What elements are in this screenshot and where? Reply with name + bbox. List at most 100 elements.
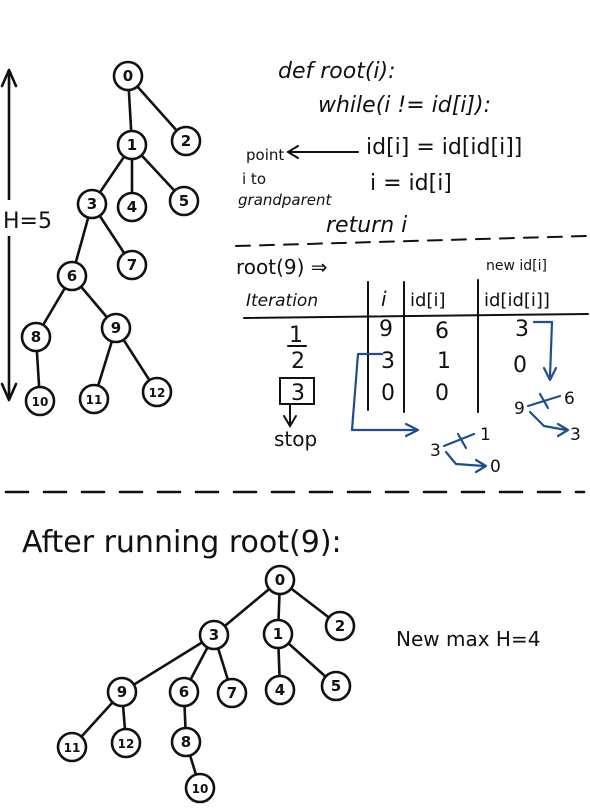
after-node-label: 6	[179, 683, 189, 701]
before-node-10: 10	[24, 385, 56, 417]
before-node-label: 10	[32, 395, 49, 409]
note-line-2: i to	[242, 170, 266, 188]
before-node-circle	[116, 249, 148, 281]
row1-i: 9	[379, 317, 393, 342]
row2-iteration: 2	[291, 349, 305, 374]
before-node-label: 7	[127, 256, 137, 274]
before-node-circle	[24, 385, 56, 417]
before-node-circle	[112, 60, 144, 92]
before-node-label: 2	[181, 132, 191, 150]
after-edge-3-9	[120, 633, 216, 694]
row2-id-i: 1	[437, 349, 451, 374]
before-node-circle	[116, 191, 148, 223]
row1-id-i: 6	[435, 319, 449, 344]
before-node-7: 7	[116, 249, 148, 281]
update-annotation-b: 9 6 3	[514, 320, 581, 445]
after-node-circle	[264, 564, 296, 596]
after-node-3: 3	[198, 619, 230, 651]
row3-iteration: 3	[291, 381, 305, 406]
before-node-label: 9	[111, 319, 121, 337]
stop-label: stop	[274, 427, 317, 451]
after-node-circle	[198, 619, 230, 651]
after-node-label: 1	[273, 625, 283, 643]
note-line-1: point	[246, 146, 284, 164]
code-block: def root(i): while(i != id[i]): id[i] = …	[278, 59, 522, 238]
after-node-2: 2	[324, 610, 356, 642]
after-node-10: 10	[184, 772, 216, 804]
header-id-id-i: id[id[i]]	[484, 290, 550, 311]
annotation-b-old: 6	[564, 389, 575, 409]
after-node-circle	[56, 731, 88, 763]
before-node-circle	[170, 125, 202, 157]
row1-id-id-i: 3	[515, 317, 529, 342]
trace-call: root(9) ⇒	[236, 255, 328, 279]
before-node-label: 0	[123, 67, 133, 85]
code-separator	[235, 235, 587, 247]
after-node-1: 1	[262, 618, 294, 650]
after-node-7: 7	[216, 677, 248, 709]
before-node-label: 1	[127, 136, 137, 154]
row3-id-i: 0	[435, 381, 449, 406]
note-line-3: grandparent	[238, 191, 333, 209]
header-i: i	[381, 287, 387, 311]
annotation-a-new: 0	[490, 457, 501, 477]
row2-i: 3	[381, 349, 395, 374]
tree-before-edges	[34, 74, 188, 403]
before-node-label: 8	[31, 328, 41, 346]
after-node-circle	[324, 610, 356, 642]
after-node-label: 2	[335, 617, 345, 635]
header-underline	[243, 313, 589, 319]
before-node-circle	[116, 129, 148, 161]
after-node-label: 3	[209, 626, 219, 644]
before-node-0: 0	[112, 60, 144, 92]
after-node-label: 7	[227, 684, 237, 702]
before-node-circle	[168, 185, 200, 217]
after-node-label: 12	[118, 737, 135, 751]
height-label-bg	[0, 200, 46, 236]
before-node-circle	[20, 321, 52, 353]
new-height-label: New max H=4	[396, 627, 540, 651]
before-node-4: 4	[116, 191, 148, 223]
after-node-circle	[168, 676, 200, 708]
height-label: H=5	[3, 209, 52, 234]
trace-table: root(9) ⇒ new id[i] Iteration i id[i] id…	[236, 255, 589, 451]
before-node-circle	[78, 383, 110, 415]
after-node-0: 0	[264, 564, 296, 596]
before-node-circle	[76, 188, 108, 220]
after-node-5: 5	[320, 670, 352, 702]
after-node-circle	[264, 674, 296, 706]
after-node-label: 4	[275, 681, 285, 699]
header-id-i: id[i]	[410, 290, 445, 311]
annotation-b-from: 9	[514, 399, 525, 419]
before-node-5: 5	[168, 185, 200, 217]
row1-iteration: 1	[289, 323, 303, 348]
code-line-return: return i	[326, 213, 407, 238]
after-title: After running root(9):	[22, 525, 342, 560]
code-line-assign-grandparent: id[i] = id[id[i]]	[366, 135, 522, 160]
before-node-label: 12	[149, 386, 166, 400]
after-node-11: 11	[56, 731, 88, 763]
after-node-circle	[262, 618, 294, 650]
row3-iteration-box	[279, 377, 315, 405]
after-node-9: 9	[106, 676, 138, 708]
before-node-circle	[100, 312, 132, 344]
after-node-4: 4	[264, 674, 296, 706]
annotation-b-new: 3	[570, 425, 581, 445]
header-iteration: Iteration	[246, 291, 318, 311]
after-node-8: 8	[170, 726, 202, 758]
update-annotation-a: 3 1 0	[350, 352, 501, 477]
before-node-8: 8	[20, 321, 52, 353]
before-node-6: 6	[56, 260, 88, 292]
header-new-id: new id[i]	[486, 258, 547, 274]
after-node-12: 12	[110, 727, 142, 759]
annotation-a-old: 1	[480, 425, 491, 445]
after-node-circle	[110, 727, 142, 759]
after-node-label: 0	[275, 571, 285, 589]
before-node-11: 11	[78, 383, 110, 415]
after-node-label: 9	[117, 683, 127, 701]
before-node-circle	[141, 376, 173, 408]
before-node-12: 12	[141, 376, 173, 408]
